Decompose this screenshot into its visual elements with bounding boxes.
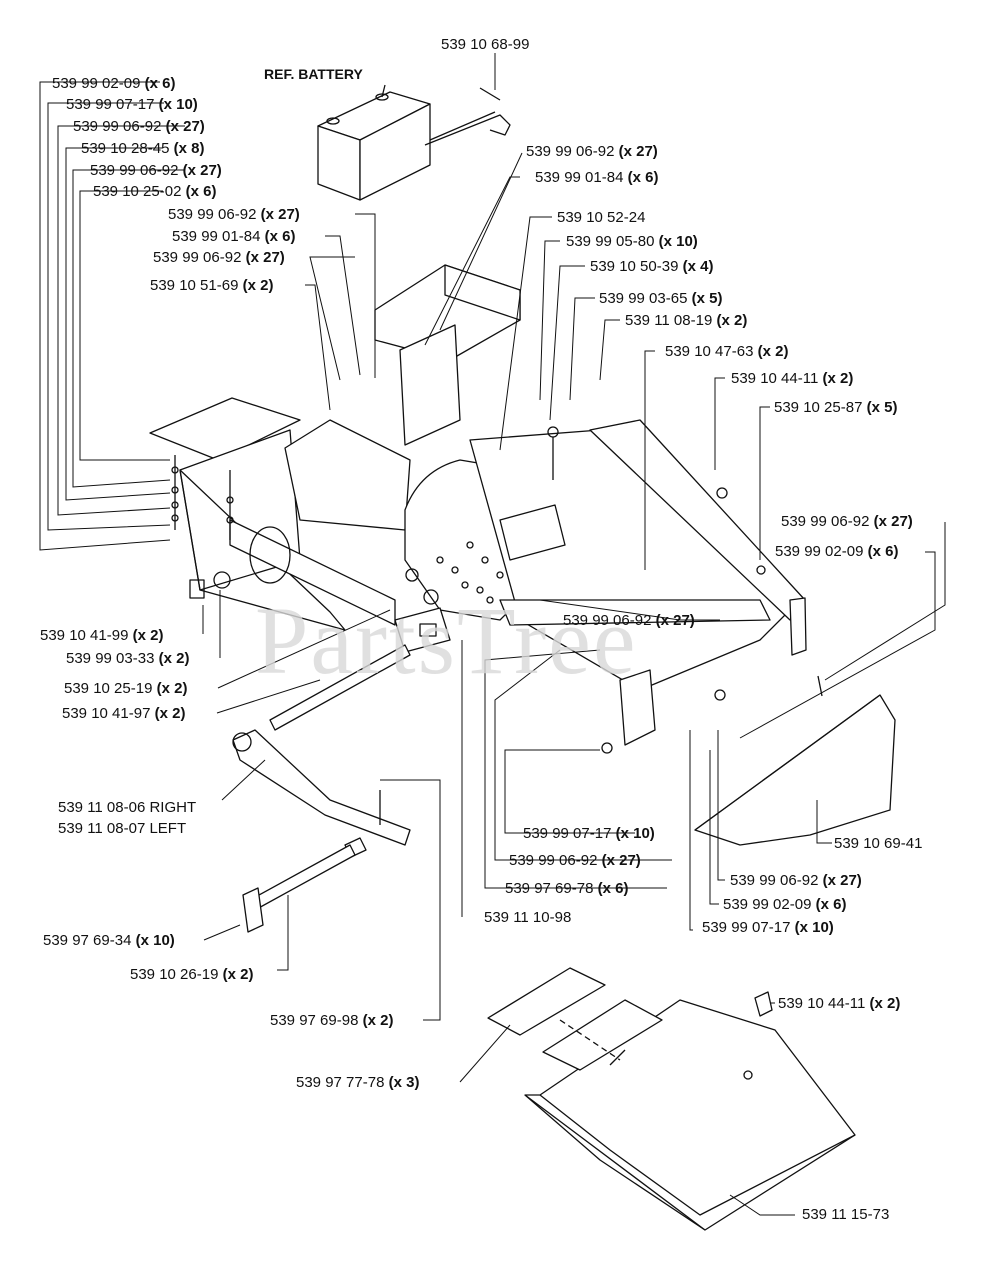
callout-label[interactable]: 539 10 25-19 (x 2) <box>64 680 188 697</box>
callout-label[interactable]: 539 10 25-02 (x 6) <box>93 183 217 200</box>
callout-label[interactable]: 539 10 50-39 (x 4) <box>590 258 714 275</box>
battery-drawing <box>317 84 431 201</box>
callout-label[interactable]: 539 10 25-87 (x 5) <box>774 399 898 416</box>
hardware-drawing <box>171 426 766 754</box>
callout-label[interactable]: 539 10 52-24 <box>557 209 646 226</box>
callout-label[interactable]: 539 97 69-34 (x 10) <box>43 932 175 949</box>
callout-label[interactable]: 539 10 26-19 (x 2) <box>130 966 254 983</box>
callout-label[interactable]: 539 11 08-19 (x 2) <box>625 312 748 329</box>
callout-label[interactable]: 539 99 01-84 (x 6) <box>535 169 659 186</box>
leader-lines <box>39 53 946 1216</box>
arm-drawing <box>232 729 411 858</box>
callout-label[interactable]: 539 10 47-63 (x 2) <box>665 343 789 360</box>
main-frame-drawing <box>149 264 807 746</box>
shaft-drawing <box>269 644 411 731</box>
callout-label[interactable]: 539 99 06-92 (x 27) <box>168 206 300 223</box>
callout-label[interactable]: 539 99 02-09 (x 6) <box>775 543 899 560</box>
callout-label[interactable]: 539 99 07-17 (x 10) <box>66 96 198 113</box>
callout-label[interactable]: 539 11 08-07 LEFT <box>58 820 187 837</box>
callout-label[interactable]: 539 97 69-78 (x 6) <box>505 880 629 897</box>
battery-label: REF. BATTERY <box>264 66 363 82</box>
callout-label[interactable]: 539 10 69-41 <box>834 835 923 852</box>
callout-label[interactable]: 539 10 44-11 (x 2) <box>778 995 901 1012</box>
callout-label[interactable]: 539 97 77-78 (x 3) <box>296 1074 420 1091</box>
callout-label[interactable]: 539 10 51-69 (x 2) <box>150 277 274 294</box>
callout-label[interactable]: 539 99 03-65 (x 5) <box>599 290 723 307</box>
callout-label[interactable]: 539 10 44-11 (x 2) <box>731 370 854 387</box>
callout-label[interactable]: 539 99 06-92 (x 27) <box>730 872 862 889</box>
callout-label[interactable]: 539 99 06-92 (x 27) <box>563 612 695 629</box>
side-panel-drawing <box>694 675 896 846</box>
callout-label[interactable]: 539 99 06-92 (x 27) <box>153 249 285 266</box>
callout-label[interactable]: 539 11 10-98 <box>484 909 572 926</box>
callout-label[interactable]: 539 99 03-33 (x 2) <box>66 650 190 667</box>
battery-bracket-drawing <box>424 87 511 146</box>
rod-drawing <box>242 844 356 933</box>
callout-label[interactable]: 539 99 06-92 (x 27) <box>73 118 205 135</box>
callout-label[interactable]: 539 11 08-06 RIGHT <box>58 799 197 816</box>
knob-drawing <box>754 991 773 1017</box>
callout-label[interactable]: 539 99 05-80 (x 10) <box>566 233 698 250</box>
callout-label[interactable]: 539 99 07-17 (x 10) <box>702 919 834 936</box>
floor-mats-drawing <box>487 967 663 1071</box>
callout-label[interactable]: 539 10 41-99 (x 2) <box>40 627 164 644</box>
callout-label[interactable]: 539 99 06-92 (x 27) <box>90 162 222 179</box>
callout-label[interactable]: 539 10 68-99 <box>441 36 530 53</box>
callout-label[interactable]: 539 10 28-45 (x 8) <box>81 140 205 157</box>
callout-label[interactable]: 539 10 41-97 (x 2) <box>62 705 186 722</box>
callout-label[interactable]: 539 99 07-17 (x 10) <box>523 825 655 842</box>
floor-pan-drawing <box>524 999 856 1231</box>
callout-label[interactable]: 539 99 02-09 (x 6) <box>723 896 847 913</box>
callout-label[interactable]: 539 97 69-98 (x 2) <box>270 1012 394 1029</box>
bracket-drawing <box>394 607 451 653</box>
callout-label[interactable]: 539 99 01-84 (x 6) <box>172 228 296 245</box>
callout-label[interactable]: 539 99 06-92 (x 27) <box>526 143 658 160</box>
callout-label[interactable]: 539 11 15-73 <box>802 1206 890 1223</box>
callout-label[interactable]: 539 99 02-09 (x 6) <box>52 75 176 92</box>
callout-label[interactable]: 539 99 06-92 (x 27) <box>509 852 641 869</box>
callout-label[interactable]: 539 99 06-92 (x 27) <box>781 513 913 530</box>
